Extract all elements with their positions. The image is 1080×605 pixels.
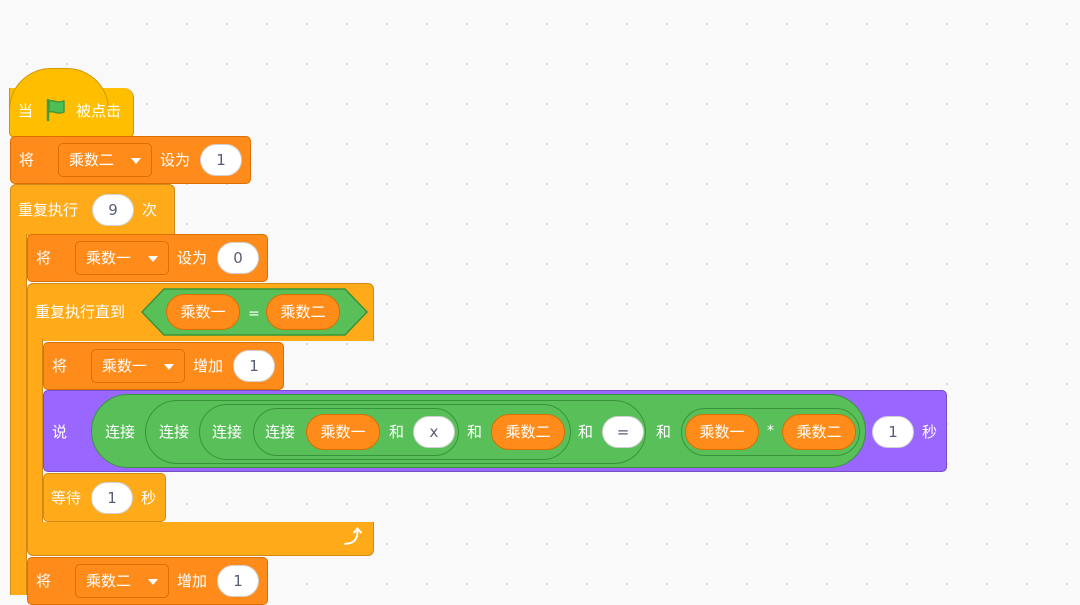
dropdown-caret-icon	[164, 364, 174, 370]
repeat-until-label: 重复执行直到	[35, 303, 126, 321]
change-label: 将	[52, 357, 68, 375]
when-label: 当	[18, 102, 34, 120]
variable-reporter[interactable]: 乘数一	[306, 414, 380, 450]
variable-reporter[interactable]: 乘数二	[491, 414, 565, 450]
set-label: 将	[19, 151, 35, 169]
text-input[interactable]: =	[602, 416, 644, 448]
change-value-input[interactable]: 1	[217, 565, 259, 597]
dropdown-caret-icon	[131, 158, 141, 164]
set-label: 将	[36, 249, 52, 267]
set-to-label: 设为	[177, 249, 208, 267]
dropdown-caret-icon	[148, 256, 158, 262]
condition-left-reporter[interactable]: 乘数一	[166, 294, 240, 330]
wait-value-input[interactable]: 1	[91, 482, 133, 514]
and-label: 和	[578, 423, 594, 441]
dropdown-caret-icon	[148, 579, 158, 585]
condition-equals-label: =	[248, 306, 260, 322]
join-label: 连接	[159, 423, 190, 441]
set-to-label: 设为	[160, 151, 191, 169]
green-flag-icon	[46, 98, 65, 122]
text-input[interactable]: x	[413, 416, 455, 448]
repeat-until-loop-arrow-icon: ⤴	[344, 527, 362, 548]
say-secs-label: 秒	[922, 423, 938, 441]
clicked-label: 被点击	[76, 102, 122, 120]
wait-label: 等待	[51, 489, 82, 507]
say-label: 说	[52, 423, 68, 441]
and-label: 和	[389, 423, 405, 441]
repeat-until-arm	[27, 339, 43, 524]
repeat-label: 重复执行	[18, 201, 79, 219]
repeat-times-label: 次	[142, 201, 158, 219]
multiply-operator-label: *	[767, 423, 774, 439]
repeat-until-bottom	[27, 522, 374, 556]
variable-dropdown-label: 乘数一	[102, 357, 148, 375]
variable-reporter[interactable]: 乘数一	[685, 414, 759, 450]
wait-secs-label: 秒	[141, 489, 157, 507]
change-label: 将	[36, 572, 52, 590]
say-secs-input[interactable]: 1	[872, 416, 914, 448]
set-value-input[interactable]: 0	[217, 242, 259, 274]
join-label: 连接	[212, 423, 243, 441]
change-value-input[interactable]: 1	[233, 350, 275, 382]
variable-reporter[interactable]: 乘数二	[782, 414, 856, 450]
join-label: 连接	[105, 423, 136, 441]
variable-dropdown[interactable]: 乘数一	[75, 241, 169, 275]
variable-dropdown-label: 乘数一	[86, 249, 132, 267]
and-label: 和	[656, 423, 672, 441]
condition-right-reporter[interactable]: 乘数二	[266, 294, 340, 330]
variable-dropdown[interactable]: 乘数二	[58, 143, 152, 177]
variable-dropdown-label: 乘数二	[86, 572, 132, 590]
change-by-label: 增加	[177, 572, 208, 590]
variable-dropdown[interactable]: 乘数二	[75, 564, 169, 598]
variable-dropdown[interactable]: 乘数一	[91, 349, 185, 383]
variable-dropdown-label: 乘数二	[69, 151, 115, 169]
repeat-count-input[interactable]: 9	[92, 194, 134, 226]
change-by-label: 增加	[193, 357, 224, 375]
join-label: 连接	[265, 423, 296, 441]
set-value-input[interactable]: 1	[200, 144, 242, 176]
and-label: 和	[467, 423, 483, 441]
repeat-block-arm	[10, 234, 27, 595]
